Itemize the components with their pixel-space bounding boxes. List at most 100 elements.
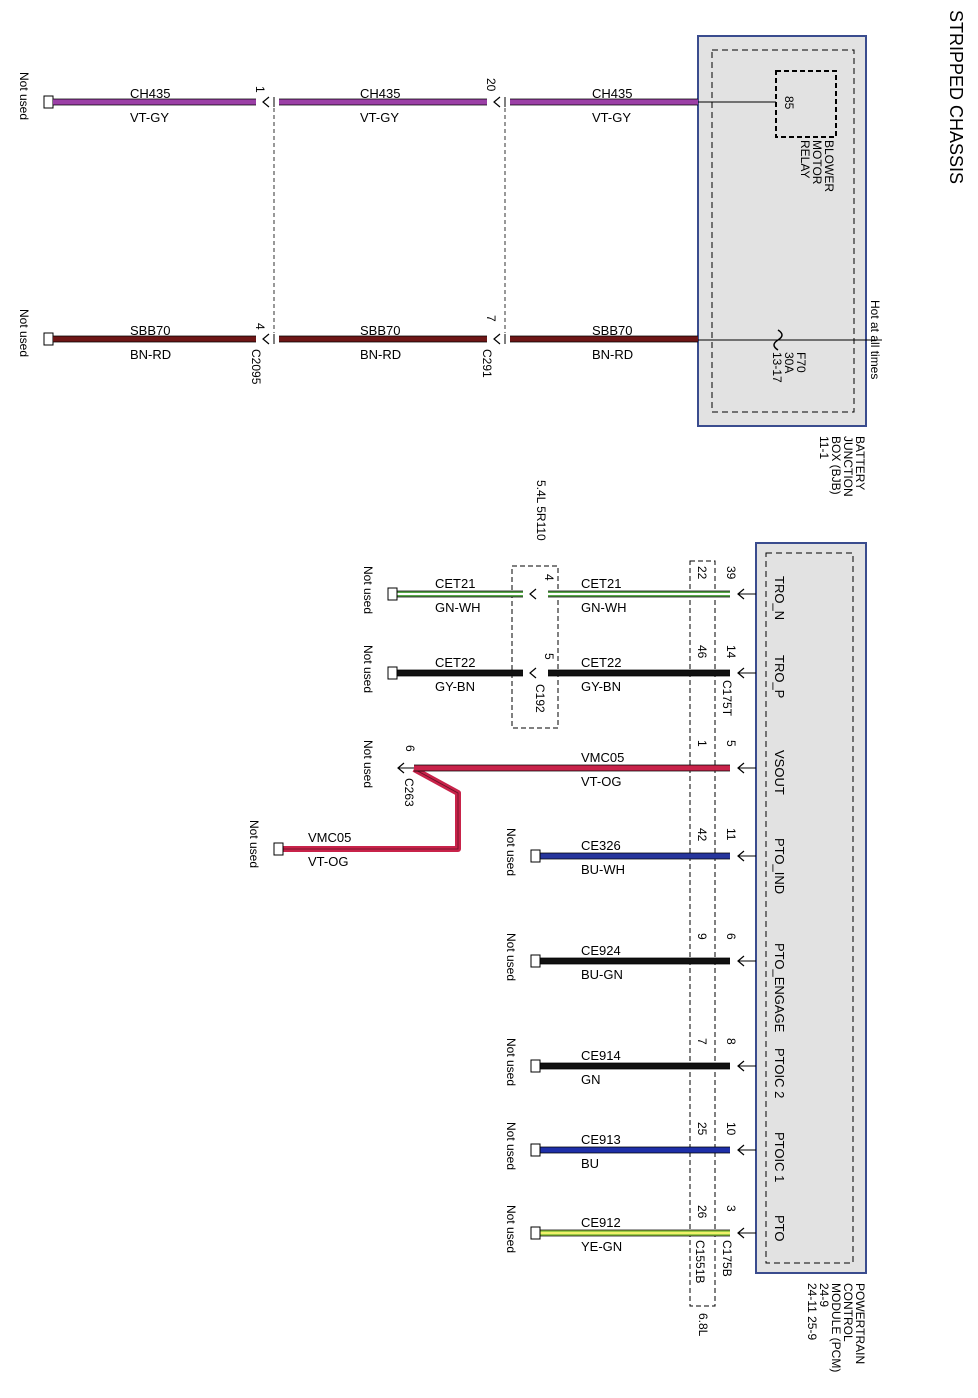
tro-p-circuit-label: CET22	[581, 655, 621, 670]
pto-c1551b-pin: 26	[695, 1205, 709, 1219]
ptoic1-not-used: Not used	[504, 1122, 518, 1170]
sbb70-connector-a: C2095	[249, 349, 263, 385]
c263-splice: VMC05 VT-OG Not used 6 C263	[247, 745, 461, 869]
pto-ind-pcm-arrow	[737, 850, 745, 862]
ptoic2-circuit-label: CE914	[581, 1048, 621, 1063]
fuse-label-3: 13-17	[770, 352, 784, 383]
sbb70-pin-a-arrow	[262, 333, 270, 345]
pcm-label-1: POWERTRAIN	[853, 1283, 867, 1364]
ch435-pin-b-arrow	[493, 96, 501, 108]
ch435-pin-a-arrow	[262, 96, 270, 108]
c175t-label: C175T	[720, 680, 734, 717]
pto-terminal	[530, 1226, 541, 1240]
sbb70-pin-b-arrow	[493, 333, 501, 345]
pto-circuit-label: CE912	[581, 1215, 621, 1230]
pcm-label-3: MODULE (PCM)	[829, 1283, 843, 1372]
vsout-pcm-arrow	[737, 762, 745, 774]
sbb70-terminal	[43, 332, 54, 346]
vsout-c1551b-pin: 1	[695, 740, 709, 747]
tro-n-not-used: Not used	[361, 566, 375, 614]
relay-label-3: RELAY	[798, 140, 812, 178]
battery-junction-box: 85 BLOWER MOTOR RELAY F70 30A 13-17 Hot …	[697, 35, 882, 497]
ch435-pin-b: 20	[484, 78, 498, 92]
sbb70-code-label-c: BN-RD	[592, 347, 633, 362]
page-title: STRIPPED CHASSIS	[946, 10, 966, 184]
ch435-terminal	[43, 95, 54, 109]
sbb70-circuit-label-c: SBB70	[592, 323, 632, 338]
bjb-label-3: BOX (BJB)	[829, 436, 843, 495]
tro-p-code-label: GY-BN	[581, 679, 621, 694]
ptoic1-circuit-label: CE913	[581, 1132, 621, 1147]
tro-n-c192-pin: 4	[542, 574, 556, 581]
relay-pin: 85	[782, 96, 796, 110]
pcm-label-2: CONTROL	[841, 1283, 855, 1342]
relay-label-2: MOTOR	[810, 140, 824, 185]
relay-label-1: BLOWER	[822, 140, 836, 192]
vsout-signal: VSOUT	[772, 750, 787, 795]
powertrain-control-module: POWERTRAIN CONTROL MODULE (PCM) 24-9 24-…	[755, 542, 867, 1372]
vmc05-branch-circuit: VMC05	[308, 830, 351, 845]
tro-p-code-label-left: GY-BN	[435, 679, 475, 694]
pto-engage-code-label: BU-GN	[581, 967, 623, 982]
pto-ind-terminal	[530, 849, 541, 863]
ptoic2-not-used: Not used	[504, 1038, 518, 1086]
sbb70-code-label-b: BN-RD	[360, 347, 401, 362]
ptoic2-code-label: GN	[581, 1072, 601, 1087]
ch435-circuit-label-a: CH435	[130, 86, 170, 101]
tro-n-pcm-pin: 39	[724, 566, 738, 580]
sbb70-circuit-label-a: SBB70	[130, 323, 170, 338]
tro-p-circuit-label-left: CET22	[435, 655, 475, 670]
pto-engage-not-used: Not used	[504, 933, 518, 981]
fuse-label-2: 30A	[782, 352, 796, 373]
tro-n-code-label-left: GN-WH	[435, 600, 481, 615]
tro-n-code-label: GN-WH	[581, 600, 627, 615]
ptoic2-pcm-arrow	[737, 1060, 745, 1072]
tro-n-circuit-label: CET21	[581, 576, 621, 591]
pto-not-used: Not used	[504, 1205, 518, 1253]
tro-p-c192-pin: 5	[542, 653, 556, 660]
ptoic2-signal: PTOIC 2	[772, 1048, 787, 1098]
ptoic1-pcm-arrow	[737, 1144, 745, 1156]
tro-n-c192-arrow	[529, 588, 537, 600]
vsout-pcm-pin: 5	[724, 740, 738, 747]
vsout-code-label: VT-OG	[581, 774, 621, 789]
tro-n-signal: TRO_N	[772, 576, 787, 620]
pto-ind-pcm-pin: 11	[724, 828, 738, 841]
sbb70-not-used: Not used	[17, 309, 31, 357]
tro-n-pcm-arrow	[737, 588, 745, 600]
c263-label: C263	[402, 778, 416, 807]
tro-p-pcm-arrow	[737, 667, 745, 679]
ch435-code-label-b: VT-GY	[360, 110, 399, 125]
vmc05-branch-terminal	[273, 842, 284, 856]
variant-6-8l: 6.8L	[696, 1313, 710, 1337]
pto-ind-signal: PTO_IND	[772, 838, 787, 894]
sbb70-code-label-a: BN-RD	[130, 347, 171, 362]
tro-p-c192-arrow	[529, 667, 537, 679]
c263-pin: 6	[403, 745, 417, 752]
tro-p-signal: TRO_P	[772, 655, 787, 698]
vsout-circuit-label: VMC05	[581, 750, 624, 765]
pto-engage-pcm-arrow	[737, 955, 745, 967]
ch435-circuit-label-b: CH435	[360, 86, 400, 101]
ptoic2-c1551b-pin: 7	[695, 1038, 709, 1045]
blower-motor-relay	[775, 70, 837, 138]
c1551b-label: C1551B	[693, 1240, 707, 1283]
pto-engage-signal: PTO_ENGAGE	[772, 943, 787, 1033]
c175b-label: C175B	[720, 1240, 734, 1277]
fuse-label-1: F70	[794, 352, 808, 373]
pto-pcm-arrow	[737, 1227, 745, 1239]
pto-engage-pcm-pin: 6	[724, 933, 738, 940]
ptoic1-c1551b-pin: 25	[695, 1122, 709, 1136]
sbb70-pin-a: 4	[253, 323, 267, 330]
vmc05-branch-code: VT-OG	[308, 854, 348, 869]
sbb70-pin-b: 7	[484, 315, 498, 322]
ptoic1-terminal	[530, 1143, 541, 1157]
